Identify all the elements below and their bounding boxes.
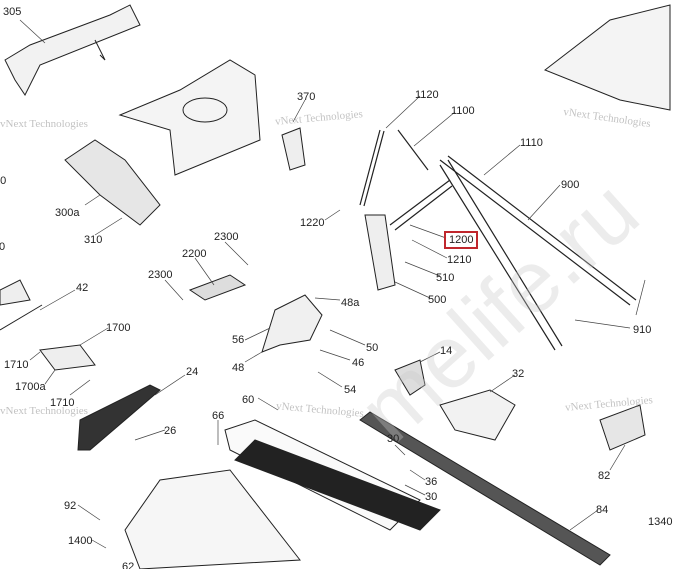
part-62-chassis [124, 469, 301, 569]
callout-1710[interactable]: 1710 [4, 359, 29, 371]
callout-510[interactable]: 510 [436, 272, 455, 284]
callout-1110[interactable]: 1110 [520, 137, 543, 149]
callout-50[interactable]: 50 [366, 342, 379, 354]
callout-1100[interactable]: 1100 [451, 105, 475, 117]
callout-32[interactable]: 32 [512, 368, 525, 380]
callout-24[interactable]: 24 [186, 366, 199, 378]
part-48a-bracket [261, 294, 323, 353]
callout-310[interactable]: 310 [84, 234, 103, 246]
callout-1700[interactable]: 1700 [106, 322, 131, 334]
callout-1710[interactable]: 1710 [50, 397, 75, 409]
vendor-watermark: vNext Technologies [0, 118, 88, 130]
callout-1210[interactable]: 1210 [447, 254, 472, 266]
callout-46[interactable]: 46 [352, 357, 365, 369]
part-2200 [188, 274, 247, 301]
part-82 [599, 404, 646, 451]
part-tunnel [224, 419, 441, 531]
callout-26[interactable]: 26 [164, 425, 177, 437]
callout-1120[interactable]: 1120 [415, 89, 439, 101]
part-42-rail [0, 279, 43, 331]
callout-305[interactable]: 305 [3, 6, 22, 18]
part-rear-frame [543, 4, 671, 111]
callout-1200-highlighted[interactable]: 1200 [443, 231, 479, 249]
callout-48a[interactable]: 48a [341, 297, 360, 309]
callout-1400[interactable]: 1400 [68, 535, 93, 547]
part-370-bracket [281, 127, 306, 171]
callout-1700a[interactable]: 1700a [15, 381, 46, 393]
vendor-watermark: vNext Technologies [0, 405, 88, 417]
callout-14[interactable]: 14 [440, 345, 453, 357]
callout-62[interactable]: 62 [122, 561, 135, 569]
part-500-spindle [364, 214, 396, 291]
callout-1340[interactable]: 1340 [648, 516, 673, 528]
callout-1220[interactable]: 1220 [300, 217, 325, 229]
part-1700 [39, 344, 96, 371]
callout-48[interactable]: 48 [232, 362, 245, 374]
part-14 [394, 359, 426, 396]
part-bulkhead [118, 59, 261, 176]
callout-910[interactable]: 910 [633, 324, 652, 336]
callout-36[interactable]: 36 [425, 476, 438, 488]
callout-900[interactable]: 900 [561, 179, 580, 191]
callout-30[interactable]: 30 [387, 433, 400, 445]
callout-56[interactable]: 56 [232, 334, 245, 346]
callout-0[interactable]: 0 [0, 241, 6, 253]
callout-2300[interactable]: 2300 [148, 269, 173, 281]
part-84-rail [359, 411, 611, 566]
callout-2300[interactable]: 2300 [214, 231, 239, 243]
callout-60[interactable]: 60 [242, 394, 255, 406]
callout-92[interactable]: 92 [64, 500, 77, 512]
callout-66[interactable]: 66 [212, 410, 225, 422]
part-32 [439, 389, 516, 441]
callout-370[interactable]: 370 [297, 91, 316, 103]
callout-42[interactable]: 42 [76, 282, 89, 294]
part-900-tube [359, 129, 637, 351]
callout-84[interactable]: 84 [596, 504, 609, 516]
callout-300a[interactable]: 300a [55, 207, 80, 219]
callout-54[interactable]: 54 [344, 384, 357, 396]
callout-500[interactable]: 500 [428, 294, 447, 306]
callout-82[interactable]: 82 [598, 470, 611, 482]
callout-30[interactable]: 30 [425, 491, 438, 503]
part-24-radiator [77, 384, 161, 451]
part-305-frame [4, 4, 141, 96]
leader-lines [19, 19, 646, 549]
callout-2200[interactable]: 2200 [182, 248, 207, 260]
callout-40[interactable]: 40 [0, 175, 7, 187]
